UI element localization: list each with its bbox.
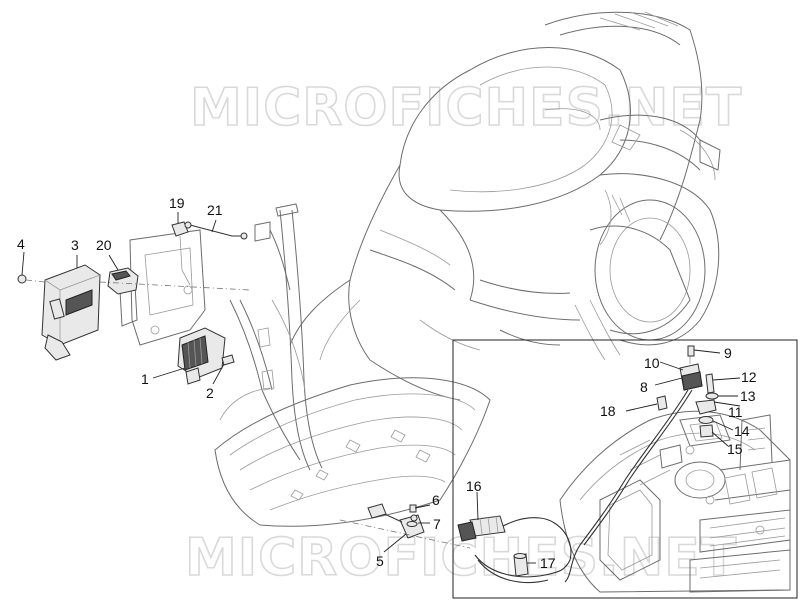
callout-9: 9 [724, 345, 732, 361]
callout-2: 2 [206, 385, 214, 401]
part-2-bolt [221, 354, 235, 366]
part-6-screw [409, 504, 417, 513]
callout-11: 11 [728, 404, 743, 420]
callout-3: 3 [71, 237, 79, 253]
callout-18: 18 [600, 403, 616, 419]
part-9-bolt [687, 345, 695, 357]
part-14-oring [698, 416, 714, 424]
part-16-pickup-sensor [457, 515, 506, 542]
part-15-nut [699, 424, 714, 438]
callout-21: 21 [207, 202, 223, 218]
part-20-relay [99, 267, 251, 295]
callout-8: 8 [640, 379, 648, 395]
callout-10: 10 [644, 355, 660, 371]
part-13-washer [705, 392, 719, 400]
leader-lines [21, 212, 741, 564]
callout-12: 12 [741, 369, 757, 385]
part-3-cdi-unit [41, 264, 101, 361]
callout-17: 17 [540, 555, 556, 571]
part-18-clip [656, 395, 668, 411]
watermark-top: MICROFICHES.NET [190, 78, 742, 138]
part-11-bracket [695, 399, 717, 415]
part-1-voltage-regulator [177, 327, 226, 385]
callout-7: 7 [433, 516, 441, 532]
scooter-body-outline [119, 11, 721, 527]
sensor-cable [474, 389, 693, 584]
callout-labels: 1 2 3 5 6 7 8 9 10 11 12 13 14 15 16 17 … [17, 195, 757, 571]
part-19-clip [171, 221, 191, 286]
callout-20: 20 [96, 237, 112, 253]
part-4-screw [17, 274, 46, 284]
part-10-sensor [679, 352, 703, 391]
part-7-washer [406, 521, 418, 527]
callout-19: 19 [169, 195, 185, 211]
detail-inset-frame [452, 339, 798, 599]
callout-14: 14 [734, 423, 750, 439]
part-21-wire [184, 221, 248, 240]
callout-16: 16 [466, 478, 482, 494]
callout-5: 5 [376, 553, 384, 569]
part-12-screw [705, 373, 715, 394]
part-17-grommet [513, 553, 529, 577]
callout-15: 15 [727, 441, 743, 457]
callout-1: 1 [141, 371, 149, 387]
callout-13: 13 [740, 388, 756, 404]
callout-6: 6 [432, 492, 440, 508]
inset-engine-drawing [559, 410, 791, 593]
callout-4: 4 [17, 236, 25, 252]
